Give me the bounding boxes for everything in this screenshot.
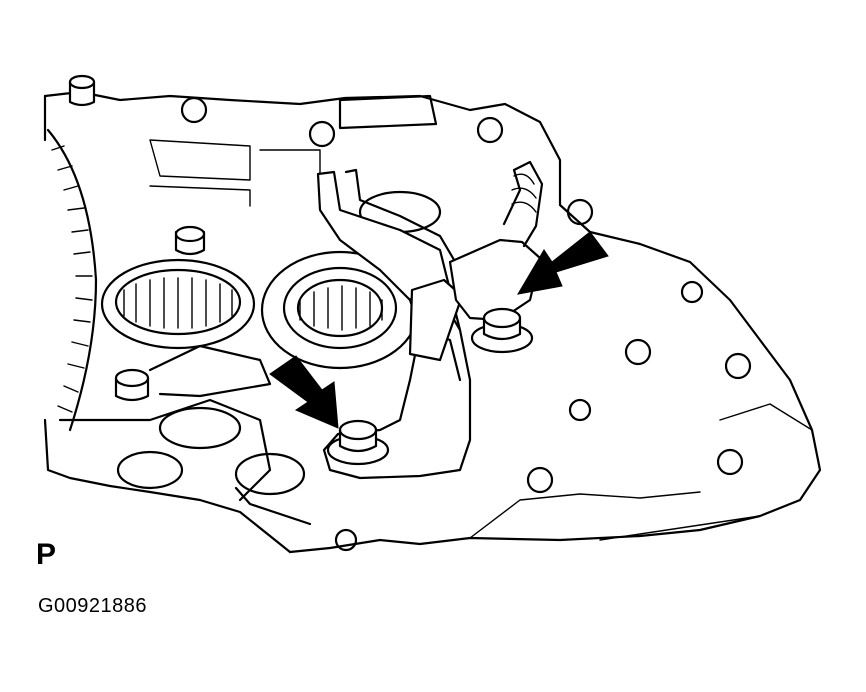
shift-lever: [448, 160, 544, 322]
view-letter: P: [36, 538, 57, 571]
target-bolt-center: [326, 419, 390, 466]
arrow-to-right-bolt: [517, 231, 609, 295]
ring-gear: [46, 128, 98, 432]
target-bolt-right: [470, 307, 534, 354]
case-bosses: [180, 94, 752, 552]
left-bearing: [100, 258, 256, 350]
shift-fork: [316, 168, 472, 480]
dowel-pin: [68, 74, 96, 107]
case-outline: [43, 90, 822, 554]
arrow-to-center-bolt: [269, 355, 339, 429]
case-bolt-lower-left: [114, 368, 150, 402]
case-bolt-upper-left: [174, 225, 206, 256]
case-ribs: [58, 139, 321, 526]
figure-code: G00921886: [38, 595, 148, 617]
